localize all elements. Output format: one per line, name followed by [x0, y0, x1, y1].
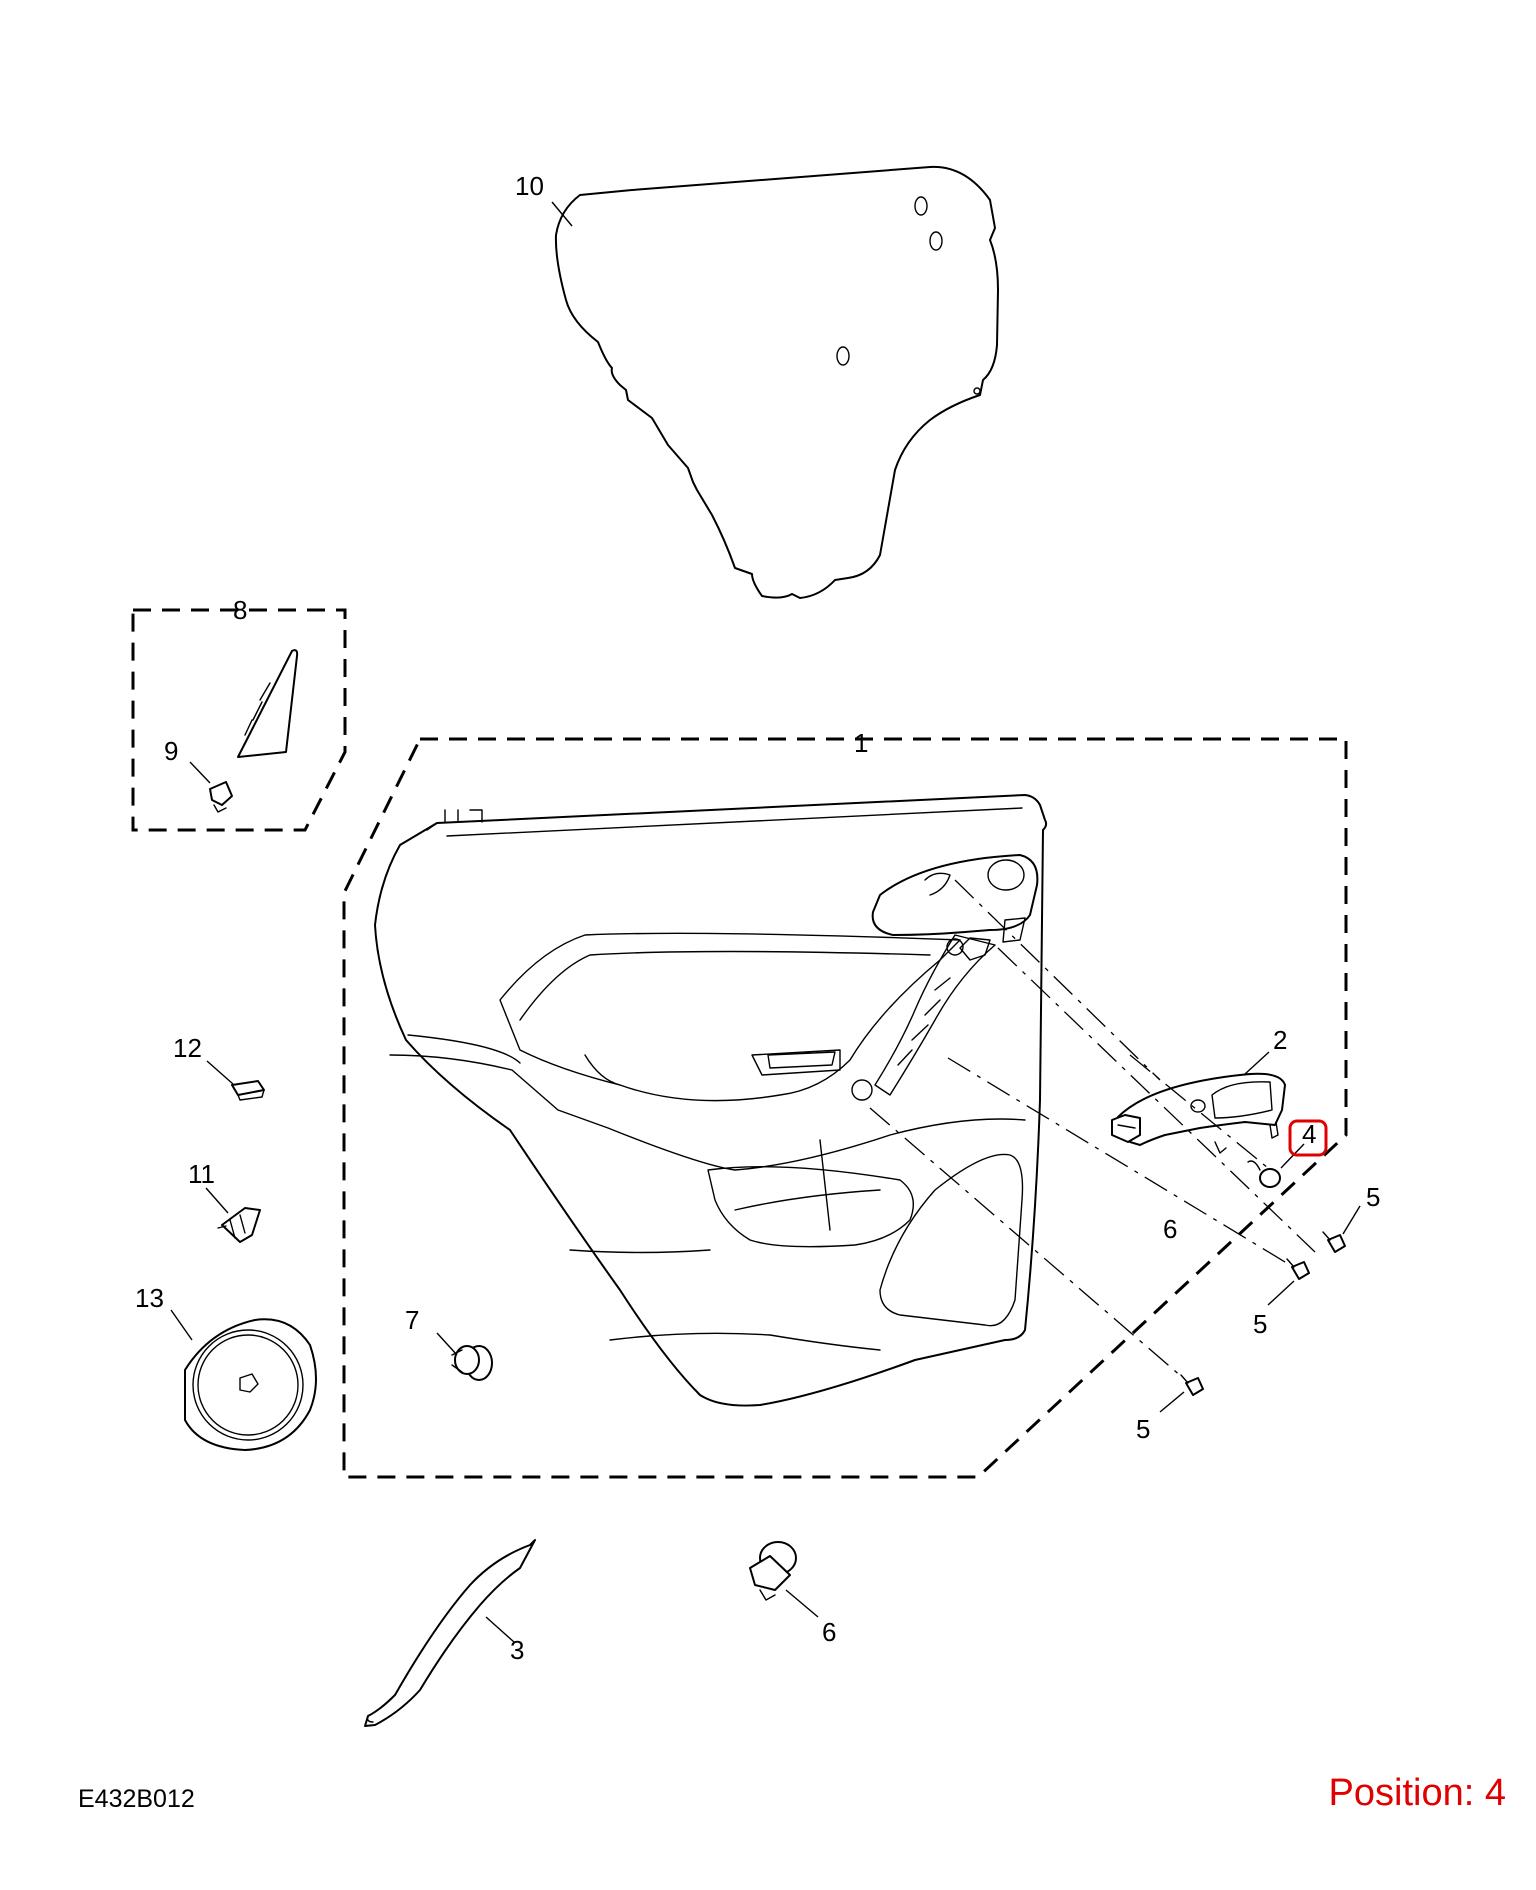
callout-4: 4 — [1302, 1119, 1316, 1149]
part-6-clip[interactable] — [749, 1541, 797, 1601]
part-3-trim-strip[interactable] — [364, 1539, 536, 1727]
part-5-screw-a[interactable] — [1322, 1231, 1346, 1253]
part-4-cap[interactable] — [1247, 1160, 1281, 1188]
callout-5-a: 5 — [1366, 1182, 1380, 1212]
assembly-lines — [869, 879, 1316, 1378]
callout-10: 10 — [515, 171, 544, 201]
part-1-door-trim-panel[interactable] — [374, 794, 1048, 1407]
callout-12: 12 — [173, 1033, 202, 1063]
callout-7: 7 — [405, 1305, 419, 1335]
part-10-water-shield[interactable] — [554, 165, 999, 599]
callout-1: 1 — [854, 728, 868, 758]
part-8-triangle-trim[interactable] — [237, 649, 299, 758]
callout-13: 13 — [135, 1283, 164, 1313]
part-12-clip[interactable] — [231, 1080, 265, 1101]
part-5-screw-b[interactable] — [1286, 1258, 1310, 1280]
group-8-box — [131, 608, 347, 832]
callout-6-a: 6 — [1163, 1214, 1177, 1244]
callout-11: 11 — [188, 1159, 215, 1189]
part-2-inner-handle[interactable] — [1111, 1072, 1286, 1154]
callout-8: 8 — [233, 595, 247, 625]
callout-9: 9 — [164, 736, 178, 766]
part-5-screw-c[interactable] — [1180, 1374, 1204, 1396]
position-highlight-box — [1288, 1119, 1328, 1157]
callout-5-b: 5 — [1253, 1309, 1267, 1339]
callout-6-b: 6 — [822, 1617, 836, 1647]
part-11-bracket[interactable] — [217, 1207, 261, 1243]
callout-2: 2 — [1273, 1025, 1287, 1055]
callout-3: 3 — [510, 1635, 524, 1665]
callout-labels: 10 8 9 1 12 11 13 7 2 4 5 5 5 6 6 3 — [135, 171, 1380, 1665]
part-9-clip[interactable] — [209, 781, 233, 813]
part-7-push-pin[interactable] — [451, 1345, 493, 1381]
position-indicator: Position: 4 — [1328, 1772, 1506, 1814]
drawing-code: E432B012 — [78, 1785, 195, 1813]
leader-lines — [170, 201, 1361, 1643]
part-13-speaker[interactable] — [184, 1318, 317, 1451]
callout-5-c: 5 — [1136, 1414, 1150, 1444]
